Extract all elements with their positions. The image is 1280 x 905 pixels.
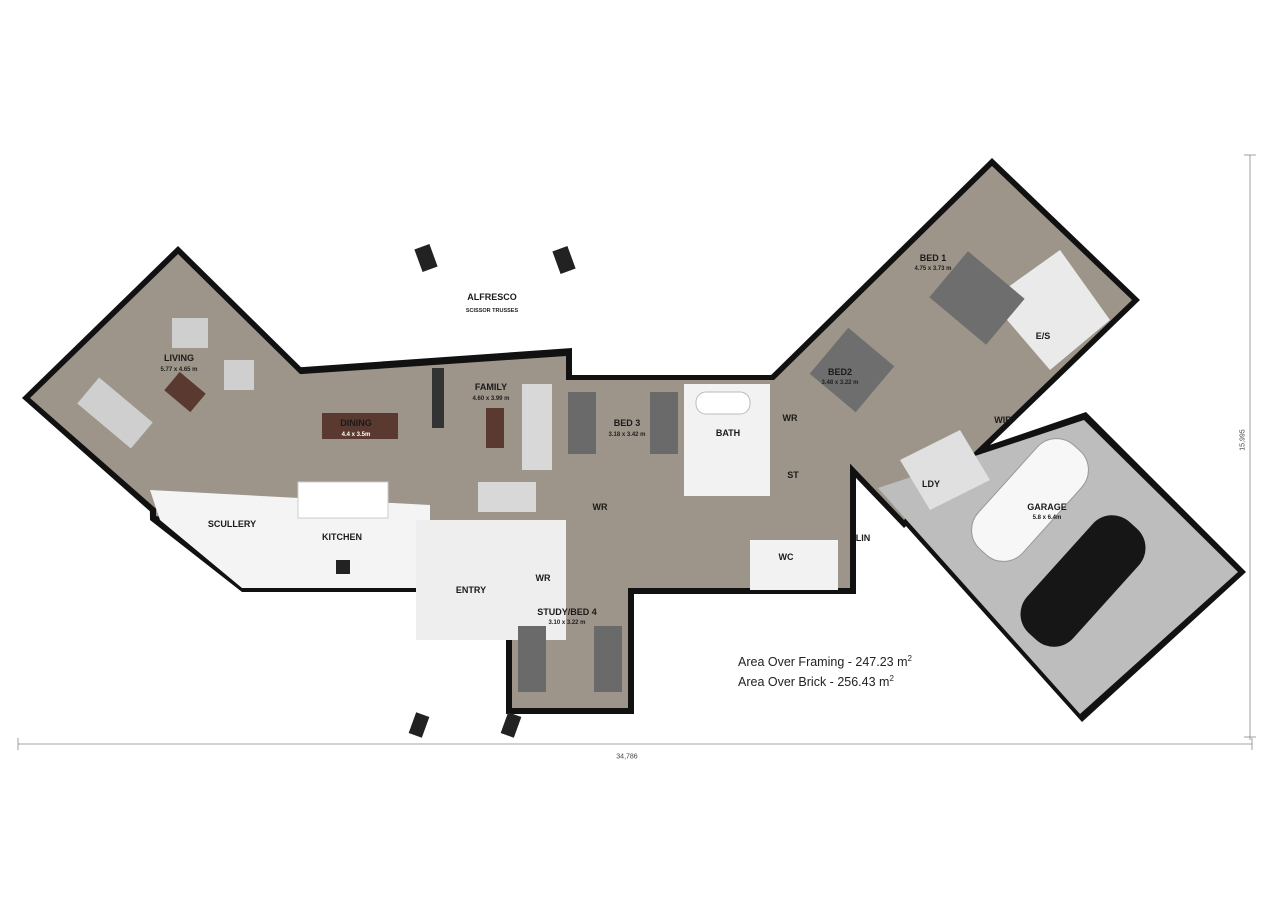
black-car bbox=[1020, 515, 1146, 647]
room-size-family: 4.60 x 3.99 m bbox=[472, 396, 510, 402]
ensuite-floor bbox=[990, 250, 1110, 370]
room-size-bed2: 3.48 x 3.22 m bbox=[821, 380, 859, 386]
room-label-kitchen: KITCHEN bbox=[322, 532, 362, 542]
room-size-garage: 5.8 x 6.4m bbox=[1032, 515, 1062, 521]
living-sofa bbox=[77, 377, 153, 449]
room-label-bed2: BED2 bbox=[827, 367, 853, 377]
laundry-floor bbox=[900, 430, 990, 510]
room-label-entry: ENTRY bbox=[455, 585, 487, 595]
area-framing-unit: 2 bbox=[907, 654, 912, 663]
room-size-bed3: 3.18 x 3.42 m bbox=[608, 432, 646, 438]
entry-floor bbox=[416, 520, 566, 640]
area-brick-unit: 2 bbox=[889, 674, 894, 683]
coffee-table bbox=[486, 408, 504, 448]
room-size-dining: 4.4 x 3.5m bbox=[341, 432, 371, 438]
study-bed-1 bbox=[518, 626, 546, 692]
room-label-family: FAMILY bbox=[474, 382, 508, 392]
room-label-es: E/S bbox=[1035, 331, 1051, 341]
cooktop bbox=[336, 560, 350, 574]
overall-width-label: 34,786 bbox=[616, 753, 638, 761]
room-size-bed1: 4.75 x 3.73 m bbox=[914, 266, 952, 272]
room-label-st: ST bbox=[787, 470, 799, 480]
wc-floor bbox=[750, 540, 838, 590]
room-label-lin: LIN bbox=[855, 533, 871, 543]
bed2-bed bbox=[809, 327, 895, 413]
alfresco-note: SCISSOR TRUSSES bbox=[465, 308, 519, 314]
bed1-bed bbox=[929, 251, 1025, 345]
room-label-bed3: BED 3 bbox=[613, 418, 641, 428]
bathtub bbox=[695, 391, 751, 415]
room-label-wir: WIR bbox=[994, 415, 1012, 425]
room-label-wr-study: WR bbox=[535, 573, 551, 583]
room-label-living: LIVING bbox=[163, 353, 195, 363]
bed3-bed-2 bbox=[650, 392, 678, 454]
room-label-bed1: BED 1 bbox=[919, 253, 947, 263]
armchair bbox=[172, 318, 208, 348]
furniture bbox=[77, 251, 1146, 692]
tv-unit bbox=[432, 368, 444, 428]
family-sofa-2 bbox=[478, 482, 536, 512]
room-label-scullery: SCULLERY bbox=[207, 519, 257, 529]
room-label-wr-bed2: WR bbox=[782, 413, 798, 423]
study-bed-2 bbox=[594, 626, 622, 692]
dimension-lines bbox=[17, 154, 1256, 750]
room-label-wc: WC bbox=[778, 552, 794, 562]
area-brick-text: Area Over Brick - 256.43 m bbox=[738, 675, 890, 690]
room-label-garage: GARAGE bbox=[1027, 502, 1067, 512]
room-label-study: STUDY/BED 4 bbox=[537, 607, 597, 617]
area-framing-text: Area Over Framing - 247.23 m bbox=[738, 655, 908, 670]
alfresco-label: ALFRESCO bbox=[467, 292, 517, 302]
white-car bbox=[971, 438, 1089, 562]
armchair-2 bbox=[224, 360, 254, 390]
room-size-living: 5.77 x 4.65 m bbox=[160, 367, 198, 373]
bedroom-wing-floor bbox=[772, 166, 1132, 520]
room-size-study: 3.10 x 3.22 m bbox=[548, 620, 586, 626]
area-over-framing: Area Over Framing - 247.23 m2 bbox=[738, 654, 912, 669]
overall-depth-label: 15,995 bbox=[1239, 429, 1247, 451]
alfresco-posts bbox=[408, 243, 576, 738]
dining-table bbox=[322, 413, 398, 439]
room-label-bath: BATH bbox=[715, 428, 741, 438]
room-label-ldy: LDY bbox=[922, 479, 940, 489]
room-label-wr-bed3: WR bbox=[592, 502, 608, 512]
living-table bbox=[164, 371, 206, 413]
family-sofa bbox=[522, 384, 552, 470]
bed3-bed-1 bbox=[568, 392, 596, 454]
kitchen-island bbox=[297, 481, 389, 519]
area-over-brick: Area Over Brick - 256.43 m2 bbox=[738, 674, 894, 689]
room-label-dining: DINING bbox=[340, 418, 372, 428]
